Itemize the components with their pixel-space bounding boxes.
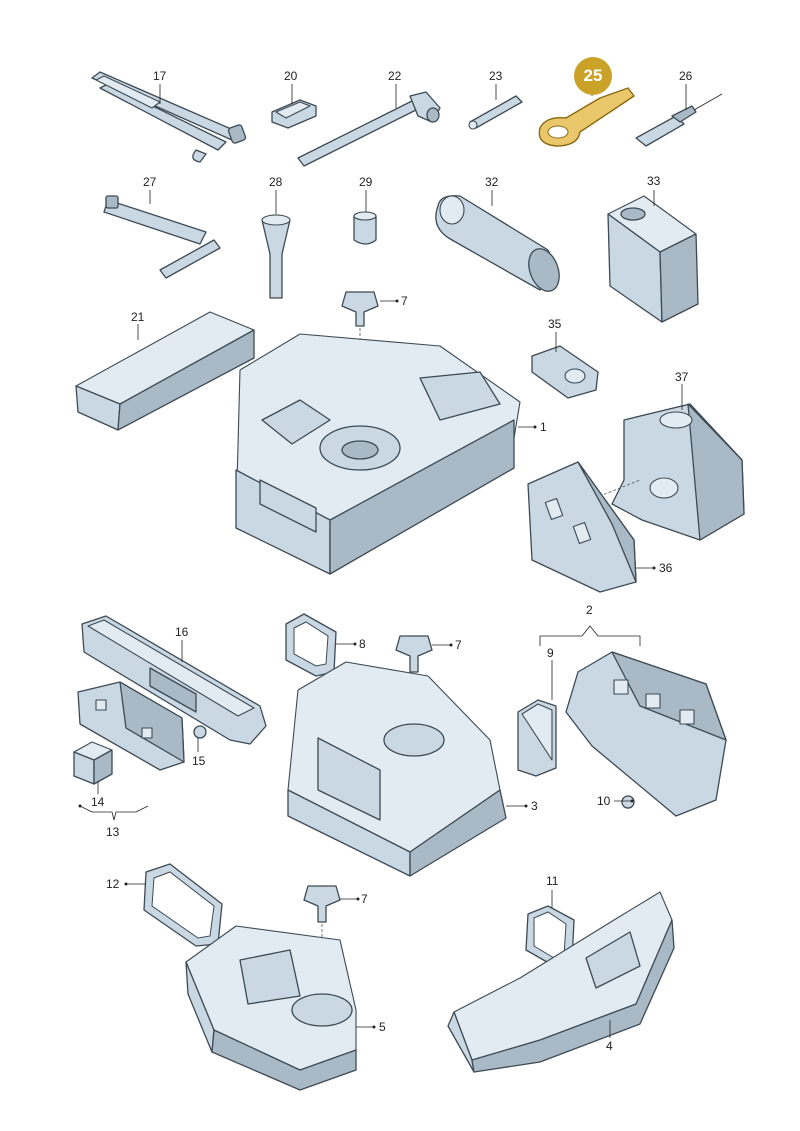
callout-5: 5 <box>379 1020 386 1034</box>
callout-27: 27 <box>143 175 157 189</box>
part-21-padded-block <box>75 311 255 431</box>
callout-15: 15 <box>192 754 206 768</box>
callout-23: 23 <box>489 69 503 83</box>
part-22-wheel-brace <box>297 91 441 167</box>
part-11-frame <box>525 905 575 967</box>
callout-9: 9 <box>547 646 554 660</box>
callout-33: 33 <box>647 174 661 188</box>
part-2-holder <box>565 651 727 817</box>
part-32-cylinder <box>435 195 560 292</box>
part-36-panel <box>527 461 637 593</box>
part-28-adapter <box>261 214 291 299</box>
callout-8: 8 <box>359 637 366 651</box>
callout-20: 20 <box>284 69 298 83</box>
highlight-badge-25: 25 <box>574 57 612 95</box>
callout-13: 13 <box>106 825 120 839</box>
part-37-bracket <box>611 403 745 541</box>
callout-1: 1 <box>540 420 547 434</box>
part-14-block <box>73 741 113 785</box>
callout-14: 14 <box>91 795 105 809</box>
callout-32: 32 <box>485 175 499 189</box>
part-8-frame <box>285 613 337 677</box>
callout-37: 37 <box>675 370 689 384</box>
part-7-bolt-mid <box>395 635 433 673</box>
callout-7-top: 7 <box>401 294 408 308</box>
callout-35: 35 <box>548 317 562 331</box>
callout-12: 12 <box>106 877 120 891</box>
part-27-tool <box>103 195 221 279</box>
callout-3: 3 <box>531 799 538 813</box>
callout-26: 26 <box>679 69 693 83</box>
part-17-crank-handle <box>91 71 247 163</box>
callout-7-bottom: 7 <box>361 892 368 906</box>
part-3-foam-insert <box>287 661 507 877</box>
callout-16: 16 <box>175 625 189 639</box>
part-13-jack-base <box>77 681 185 771</box>
callout-29: 29 <box>359 175 373 189</box>
callout-11: 11 <box>546 874 559 888</box>
part-10-nut <box>621 795 635 809</box>
callout-17: 17 <box>153 69 167 83</box>
callout-10: 10 <box>597 794 611 808</box>
callout-2: 2 <box>586 603 593 617</box>
part-16-jack <box>81 615 267 745</box>
part-4-foam-tray <box>447 891 675 1073</box>
part-35-holder <box>531 345 599 399</box>
callout-36: 36 <box>659 561 673 575</box>
part-9-pad <box>517 699 557 777</box>
callout-28: 28 <box>269 175 283 189</box>
part-29-socket <box>353 211 377 245</box>
callout-21: 21 <box>131 310 145 324</box>
part-7-bolt-bottom <box>303 885 341 923</box>
part-20-clip <box>271 99 317 129</box>
part-7-bolt-top <box>341 291 379 327</box>
part-1-foam-insert <box>235 333 521 575</box>
part-15-nut <box>193 725 207 739</box>
part-33-box <box>607 195 699 323</box>
callout-22: 22 <box>388 69 402 83</box>
part-12-frame <box>143 863 223 947</box>
part-25-towing-eye <box>538 87 635 147</box>
part-26-screwdriver <box>635 93 723 147</box>
callout-4: 4 <box>606 1039 613 1053</box>
callout-7-mid: 7 <box>455 638 462 652</box>
part-23-pin <box>468 95 523 130</box>
part-5-foam-insert <box>185 925 357 1091</box>
